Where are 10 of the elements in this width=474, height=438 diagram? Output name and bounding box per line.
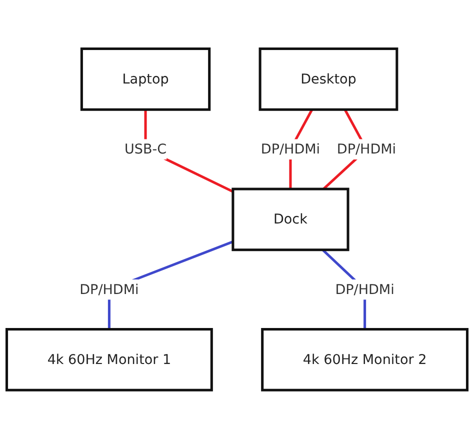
- edge-label: USB-C: [124, 140, 167, 156]
- node-box: Dock: [232, 187, 350, 251]
- edge-label: DP/HDMi: [335, 280, 394, 297]
- node-box: Desktop: [258, 47, 398, 110]
- edge-label: DP/HDMi: [336, 140, 396, 156]
- edge-label: DP/HDMi: [80, 280, 139, 297]
- edge-label: DP/HDMi: [260, 140, 320, 156]
- node-box: 4k 60Hz Monitor 2: [261, 328, 468, 391]
- node-box: Laptop: [80, 47, 211, 110]
- node-box: 4k 60Hz Monitor 1: [6, 328, 213, 391]
